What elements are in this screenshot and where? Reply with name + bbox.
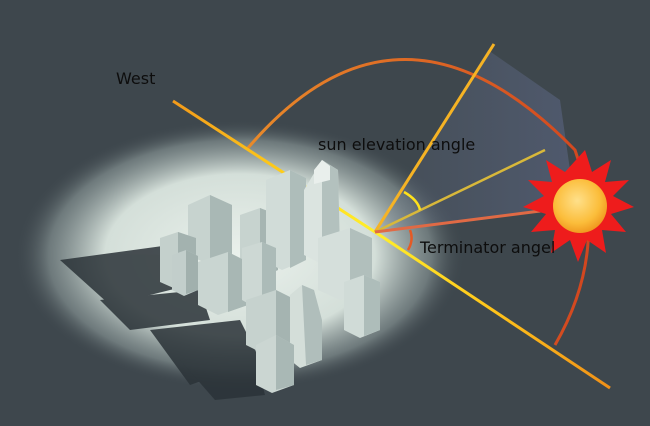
elevation-angle-arc: [403, 190, 422, 211]
building: [290, 285, 322, 368]
sky-dome-arc: [246, 58, 591, 346]
building: [344, 275, 380, 338]
sun-elevation-ray: [373, 43, 496, 233]
elevation-shade-wedge: [375, 50, 575, 232]
terminator-angle-label: Terminator angel: [420, 238, 556, 257]
sun-icon: [523, 150, 634, 262]
building: [256, 335, 294, 393]
building: [242, 242, 276, 308]
building: [172, 250, 198, 296]
city-buildings: [160, 160, 380, 393]
building: [198, 252, 248, 315]
west-label: West: [116, 69, 156, 88]
mid-ray: [374, 148, 546, 234]
sun-direction-ray: [374, 208, 549, 234]
building: [188, 195, 232, 265]
building-shadows: [60, 245, 265, 400]
building: [266, 170, 306, 270]
terminator-angle-arc: [406, 229, 413, 251]
west-horizon-line: [172, 99, 376, 234]
east-horizon-line: [374, 230, 611, 390]
sun-elevation-angle-label: sun elevation angle: [318, 135, 476, 154]
